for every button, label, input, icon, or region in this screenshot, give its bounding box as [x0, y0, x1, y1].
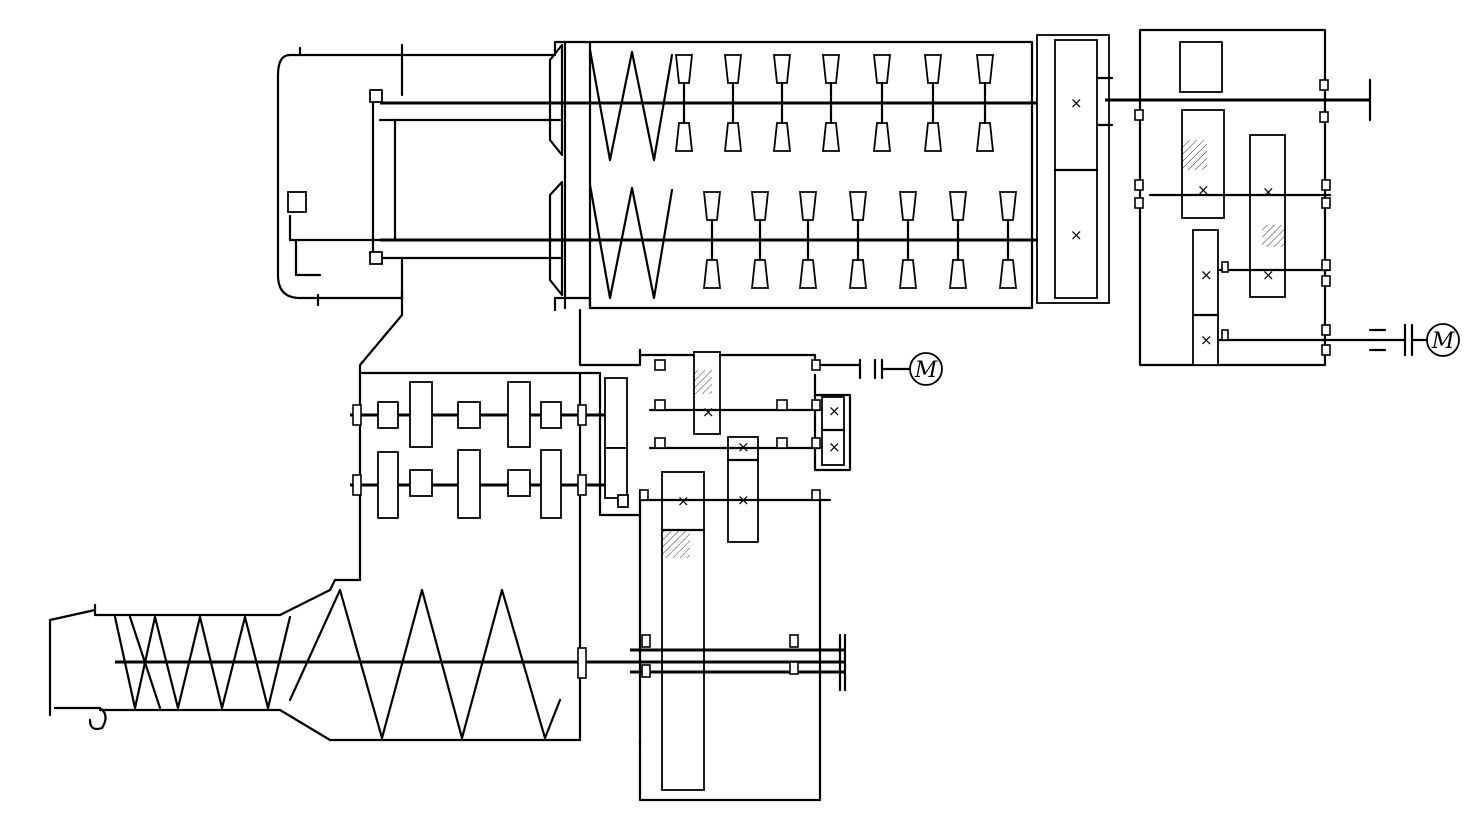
paddle-blade	[948, 191, 968, 221]
paddle-blade	[998, 259, 1018, 289]
paddle-blade	[798, 191, 818, 221]
paddle-blade	[923, 54, 943, 84]
gear-mark-7: ×	[1200, 331, 1213, 349]
gear-mark-2: ×	[1070, 226, 1083, 244]
paddle-blade	[674, 54, 694, 84]
paddle-blade	[948, 259, 968, 289]
paddle-blade	[702, 191, 722, 221]
motor-right-label: M	[1431, 329, 1455, 354]
paddle-blade	[998, 191, 1018, 221]
paddle-blade	[872, 122, 892, 152]
middle-connection	[333, 303, 642, 742]
paddle-blade	[750, 191, 770, 221]
right-gearbox: × × × × ×	[1105, 28, 1430, 367]
paddle-blade	[872, 54, 892, 84]
motor-right: M	[1426, 323, 1460, 357]
paddle-blade	[975, 54, 995, 84]
middle-gearbox	[350, 373, 642, 519]
paddle-blade	[848, 259, 868, 289]
upper-paddles	[674, 54, 1018, 289]
paddle-blade	[674, 122, 694, 152]
paddle-blade	[750, 259, 770, 289]
paddle-blade	[898, 259, 918, 289]
motor-middle: M	[909, 352, 943, 386]
gear-mark-1: ×	[1070, 94, 1083, 112]
paddle-blade	[772, 122, 792, 152]
gear-mark-11: ×	[828, 402, 841, 420]
lower-screw-conveyor	[48, 578, 847, 747]
paddle-blade	[923, 122, 943, 152]
paddle-blade	[702, 259, 722, 289]
paddle-blade	[821, 122, 841, 152]
paddle-blade	[772, 54, 792, 84]
paddle-blade	[723, 54, 743, 84]
upper-shaft-assembly	[287, 89, 1040, 277]
upper-end-gearbox: × ×	[1036, 34, 1114, 304]
paddle-blade	[898, 191, 918, 221]
upper-worm-conveyors	[548, 43, 674, 300]
gear-mark-6: ×	[1200, 266, 1213, 284]
gear-mark-8: ×	[702, 403, 715, 421]
paddle-blade	[975, 122, 995, 152]
gear-mark-4: ×	[1262, 183, 1275, 201]
paddle-blade	[723, 122, 743, 152]
upper-rotor-housing	[276, 40, 1034, 312]
gear-mark-5: ×	[1262, 266, 1275, 284]
motor-middle-label: M	[914, 358, 938, 383]
paddle-blade	[821, 54, 841, 84]
middle-right-gearbox: × × × × × ×	[638, 348, 912, 802]
paddle-blade	[798, 259, 818, 289]
paddle-blade	[848, 191, 868, 221]
gear-mark-12: ×	[828, 438, 841, 456]
gear-mark-3: ×	[1197, 181, 1210, 199]
